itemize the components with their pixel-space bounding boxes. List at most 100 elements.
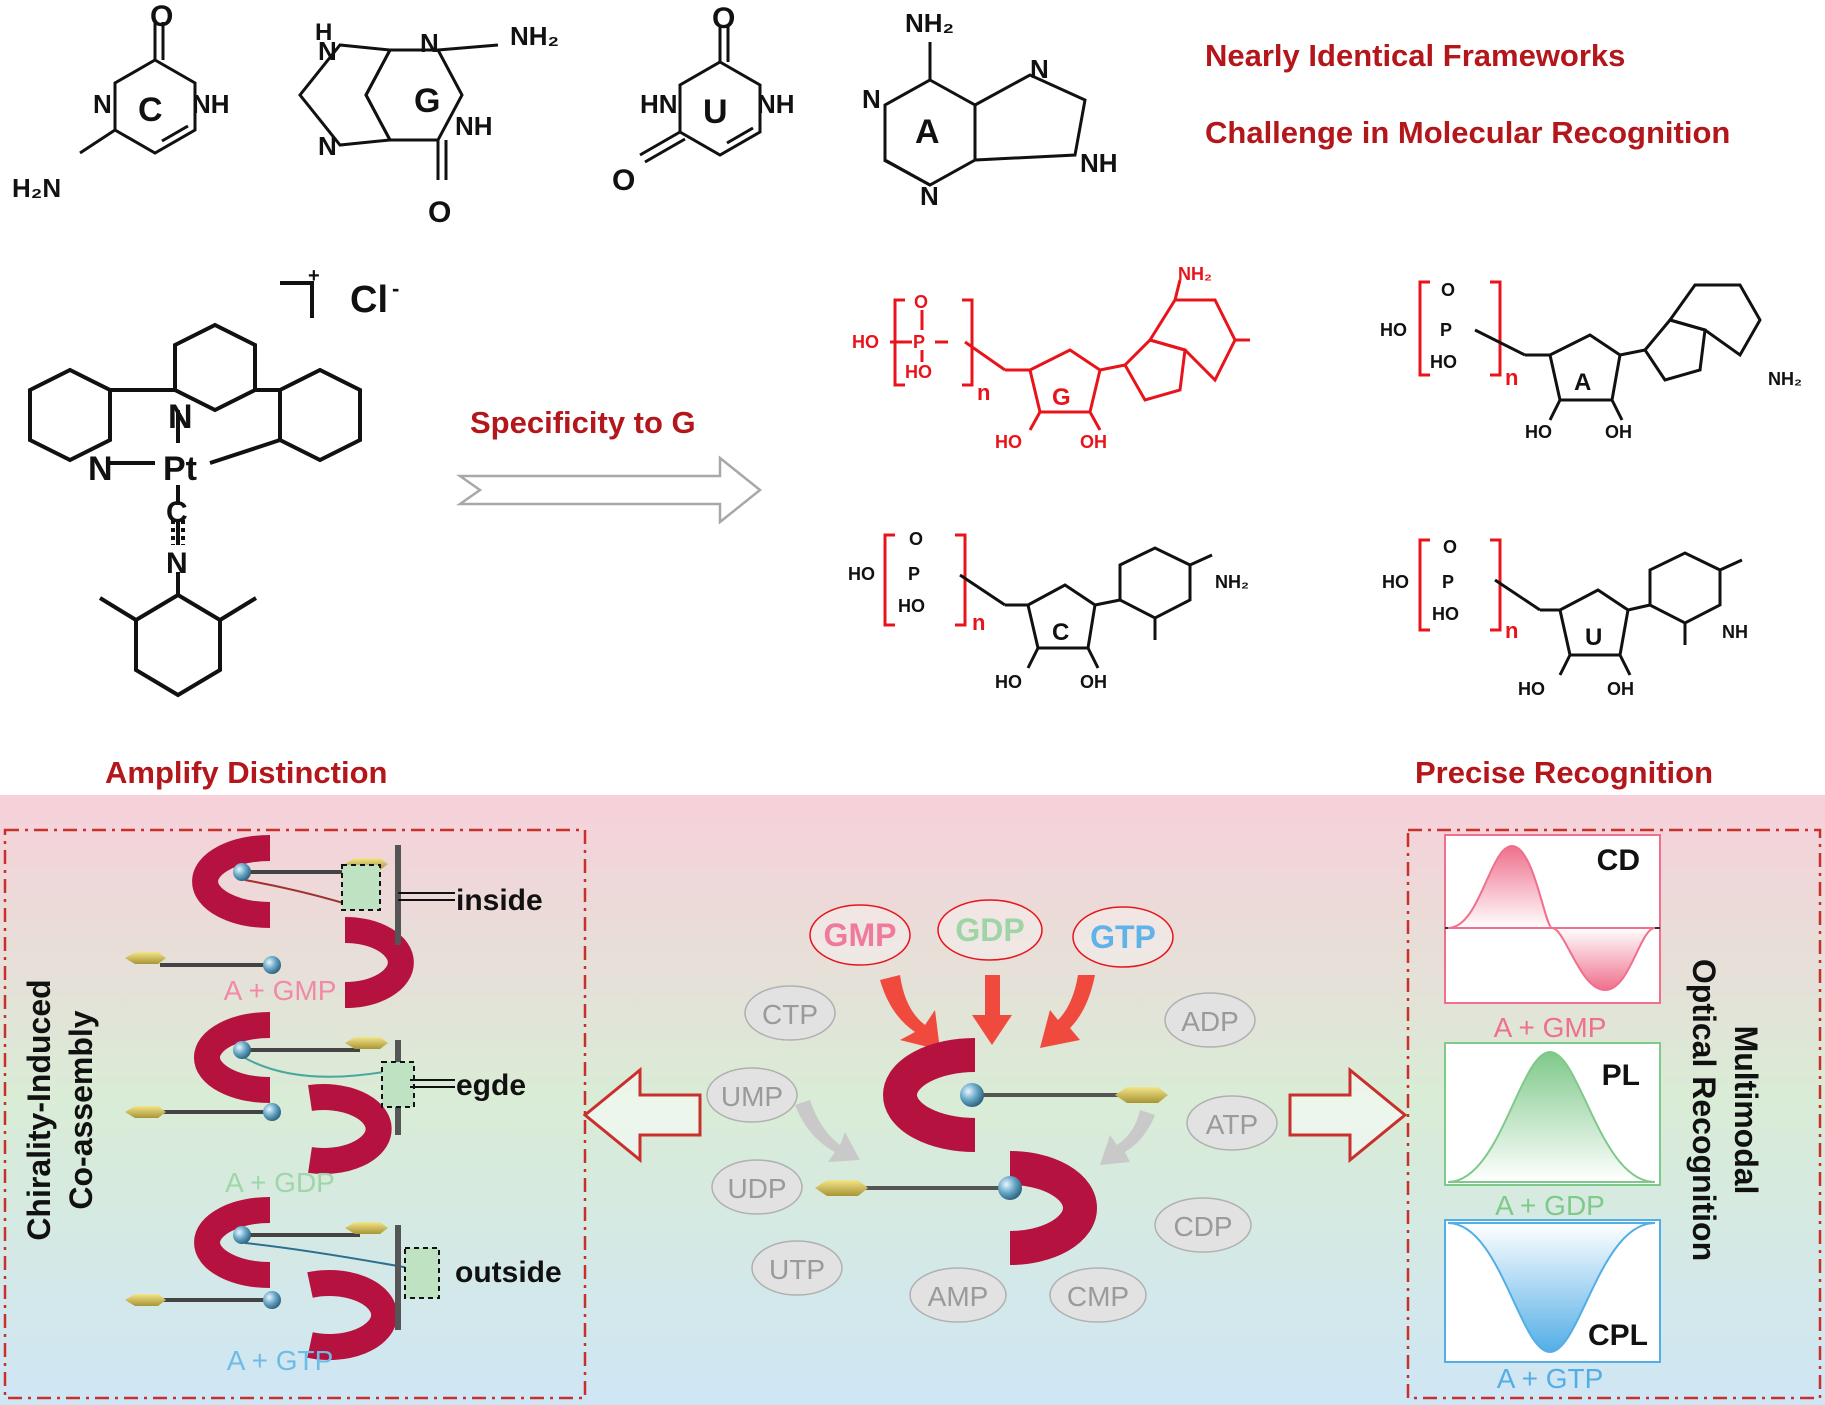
other-ctp: CTP (762, 999, 818, 1030)
nuc-u-nh: NH (1722, 622, 1748, 642)
base-uracil (639, 25, 762, 164)
c-n-label: N (93, 89, 112, 119)
other-atp: ATP (1206, 1109, 1258, 1140)
base-cytosine (79, 22, 197, 155)
arrow-to-left-panel (582, 1066, 702, 1164)
counterion-sign: - (392, 276, 399, 301)
g-n1-label: N (318, 36, 337, 66)
row-edge-tag: egde (456, 1069, 526, 1102)
nuc-c-letter: C (1052, 619, 1069, 646)
c-letter: C (138, 91, 163, 129)
right-panel-title-line1: Multimodal (1728, 1026, 1764, 1195)
other-udp: UDP (727, 1173, 786, 1204)
target-gmp-label: GMP (824, 917, 897, 953)
nuc-g-p: P (913, 332, 925, 352)
arrow-to-right-panel (1288, 1066, 1408, 1164)
heading-challenge: Challenge in Molecular Recognition (1205, 115, 1731, 150)
nuc-u-letter: U (1585, 624, 1602, 651)
g-n2-label: N (420, 28, 439, 58)
nuc-g-oh2: OH (1080, 432, 1107, 452)
u-nh-label: NH (757, 89, 795, 119)
c-nh2-label: H₂N (12, 173, 61, 203)
nuc-u-ho: HO (1382, 572, 1409, 592)
target-gtp-label: GTP (1090, 919, 1156, 955)
other-adp: ADP (1181, 1006, 1239, 1037)
plot-cpl-tag: CPL (1588, 1319, 1648, 1352)
specificity-arrow (456, 455, 763, 525)
assembly-row-edge (125, 1012, 455, 1174)
plot-cd-label: A + GMP (1494, 1012, 1607, 1043)
other-amp: AMP (928, 1281, 989, 1312)
g-h-label: H (315, 19, 332, 46)
nuc-c-n: n (972, 610, 985, 635)
nuc-g-ho2: HO (905, 362, 932, 382)
plot-cpl-label: A + GTP (1497, 1363, 1604, 1394)
plot-pl-tag: PL (1602, 1059, 1640, 1092)
plot-cd: CD (1444, 834, 1661, 1004)
nuc-g-oh1: HO (995, 432, 1022, 452)
g-n3-label: N (318, 131, 337, 161)
nuc-g-o: O (914, 292, 928, 312)
base-adenine (883, 42, 1087, 187)
pt-complex-structure (28, 281, 362, 698)
nuc-a-oh2: OH (1605, 422, 1632, 442)
plot-cpl: CPL (1444, 1219, 1661, 1363)
nucleotide-c-structure (883, 533, 1213, 669)
n-top-label: N (168, 398, 193, 436)
other-ump: UMP (721, 1081, 783, 1112)
heading-amplify: Amplify Distinction (105, 755, 388, 790)
a-nh-label: NH (1080, 148, 1118, 178)
plot-pl-label: A + GDP (1495, 1190, 1605, 1221)
nuc-u-n: n (1505, 618, 1518, 643)
g-oxygen: O (428, 196, 451, 229)
g-nh-label: NH (455, 111, 493, 141)
g-nh2-label: NH₂ (510, 21, 559, 51)
nuc-c-ho: HO (848, 564, 875, 584)
nuc-u-p: P (1442, 572, 1454, 592)
other-utp: UTP (769, 1254, 825, 1285)
nucleotide-g-structure (890, 279, 1250, 431)
n-left-label: N (88, 450, 113, 488)
a-nh2-label: NH₂ (905, 8, 954, 38)
target-gmp: GMP (809, 904, 911, 966)
nucleotide-a-structure (1418, 280, 1762, 421)
c-oxygen: O (150, 0, 173, 33)
heading-precise: Precise Recognition (1415, 755, 1714, 790)
nuc-a-ho: HO (1380, 320, 1407, 340)
target-gtp: GTP (1072, 906, 1174, 968)
nuc-c-p: P (908, 564, 920, 584)
nuc-a-o: O (1441, 280, 1455, 300)
row-outside-label: A + GTP (227, 1345, 334, 1376)
nuc-a-oh1: HO (1525, 422, 1552, 442)
left-panel-title-line1: Chirality-Induced (21, 979, 57, 1240)
nuc-a-nh2: NH₂ (1768, 369, 1802, 389)
counterion: Cl (350, 279, 388, 321)
nuc-u-ho2: HO (1432, 604, 1459, 624)
nuc-g-letter: G (1052, 384, 1071, 411)
right-dashed-box (1406, 828, 1822, 1400)
c-iso-label: C (166, 496, 188, 529)
complex-charge: + (308, 265, 320, 287)
u-letter: U (703, 93, 728, 131)
g-letter: G (414, 82, 440, 120)
target-gdp-label: GDP (955, 912, 1024, 948)
u-oxygen-bottom: O (612, 164, 635, 197)
nuc-g-ho: HO (852, 332, 879, 352)
a-letter: A (915, 113, 940, 151)
nuc-a-ho2: HO (1430, 352, 1457, 372)
nuc-c-oh1: HO (995, 672, 1022, 692)
a-n1-label: N (862, 84, 881, 114)
nuc-u-oh2: OH (1607, 679, 1634, 699)
nuc-a-p: P (1440, 320, 1452, 340)
u-oxygen-top: O (712, 2, 735, 35)
other-cmp: CMP (1067, 1281, 1129, 1312)
assembly-row-inside (125, 835, 455, 1008)
gray-arrows (795, 1100, 1155, 1165)
a-n3-label: N (920, 181, 939, 211)
base-guanine (298, 43, 499, 180)
a-n2-label: N (1030, 54, 1049, 84)
other-cdp: CDP (1173, 1211, 1232, 1242)
row-inside-label: A + GMP (224, 975, 337, 1006)
nuc-u-oh1: HO (1518, 679, 1545, 699)
